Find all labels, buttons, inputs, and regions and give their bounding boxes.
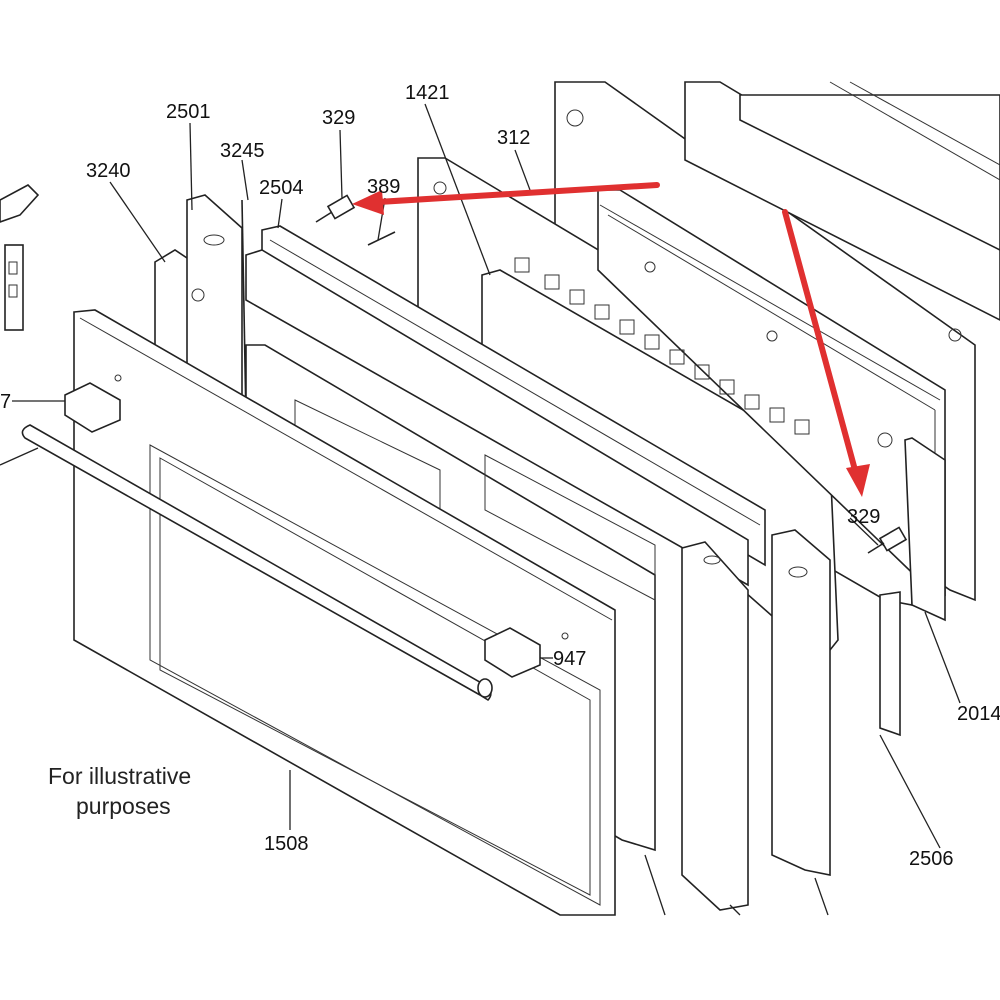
callout-2506: 2506: [909, 848, 954, 870]
strip-1407: [681, 541, 749, 911]
callout-389: 389: [367, 176, 400, 198]
callout-947: 947: [553, 648, 586, 670]
door-handle: [21, 424, 493, 702]
hinge-pin-329-right: [867, 526, 908, 554]
strip-right-back: [879, 591, 901, 737]
callout-3245: 3245: [220, 140, 265, 162]
hinge-pin-329-top: [315, 194, 356, 223]
strip-2506: [771, 529, 831, 876]
handle-bracket-left: [64, 382, 121, 433]
callout-2504: 2504: [259, 177, 304, 199]
callout-1508: 1508: [264, 833, 309, 855]
illustrative-note-line1: For illustrative: [48, 763, 191, 789]
side-strip-2014: [904, 437, 946, 622]
callout-2014: 2014: [957, 703, 1000, 725]
vent-windows: [514, 257, 810, 435]
bottom-crop: [0, 918, 1000, 1000]
handle-bracket-right: [484, 627, 541, 678]
callout-329-right: 329: [847, 506, 880, 528]
left-edge-parts: [0, 184, 40, 331]
callout-1421: 1421: [405, 82, 450, 104]
callout-7: 7: [0, 391, 11, 413]
leader-lines: [0, 103, 961, 916]
callout-3240: 3240: [86, 160, 131, 182]
illustrative-note-line2: purposes: [76, 793, 171, 819]
callout-312: 312: [497, 127, 530, 149]
highlight-arrow-right: [782, 209, 870, 497]
screw-389: [367, 231, 396, 246]
callout-329-top: 329: [322, 107, 355, 129]
callout-2501: 2501: [166, 101, 211, 123]
highlight-arrow-top: [352, 182, 660, 215]
